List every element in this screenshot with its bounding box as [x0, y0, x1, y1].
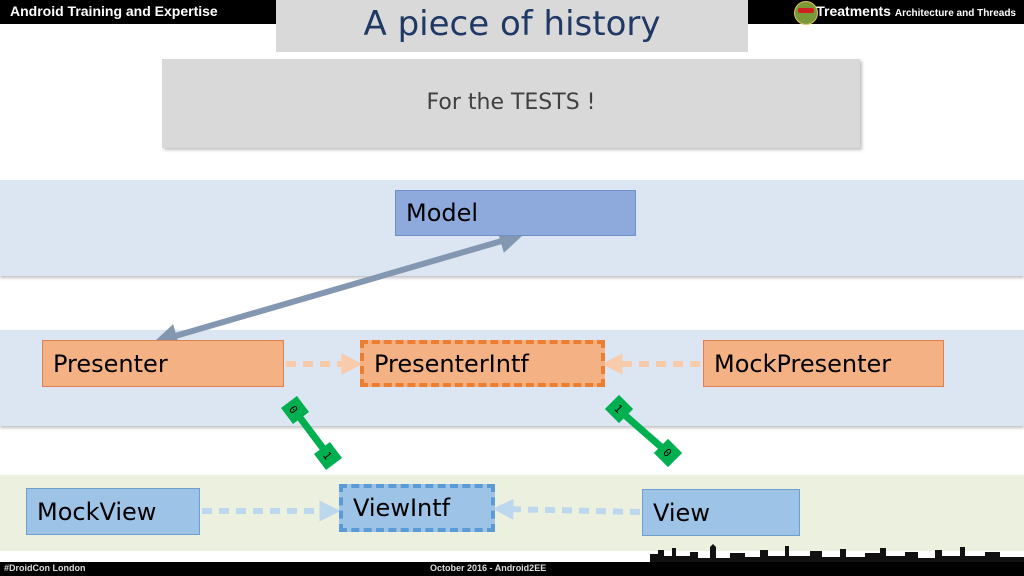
- footer-bar: #DroidCon London October 2016 - Android2…: [0, 562, 1024, 576]
- subtitle-box: [162, 59, 860, 148]
- view-interface-box: ViewIntf: [339, 484, 495, 532]
- mock-presenter-box: MockPresenter: [703, 340, 944, 387]
- presenter-interface-box: PresenterIntf: [360, 340, 605, 387]
- view-implements-arrow: [492, 498, 641, 520]
- model-box: Model: [395, 190, 636, 236]
- header-right-small: Architecture and Threads: [894, 8, 1016, 19]
- mock-view-box: MockView: [26, 488, 200, 535]
- header-right-title: Treatments Architecture and Threads: [816, 3, 1016, 19]
- footer-center: October 2016 - Android2EE: [430, 563, 547, 573]
- title-box: [276, 0, 748, 52]
- header-left-title: Android Training and Expertise: [10, 3, 218, 19]
- right-cardinality-link: 1 0: [604, 394, 683, 468]
- model-presenter-arrow: [153, 229, 524, 348]
- slide-subtitle: For the TESTS !: [426, 90, 596, 115]
- slide-title: A piece of history: [363, 4, 661, 44]
- header-right-bold: Treatments: [816, 3, 891, 19]
- city-skyline-decoration: [650, 544, 1024, 562]
- view-box: View: [642, 489, 800, 536]
- turtle-logo-icon: [794, 1, 818, 25]
- footer-left: #DroidCon London: [4, 563, 86, 573]
- presenter-box: Presenter: [42, 340, 284, 387]
- left-cardinality-link: 0 1: [280, 395, 343, 471]
